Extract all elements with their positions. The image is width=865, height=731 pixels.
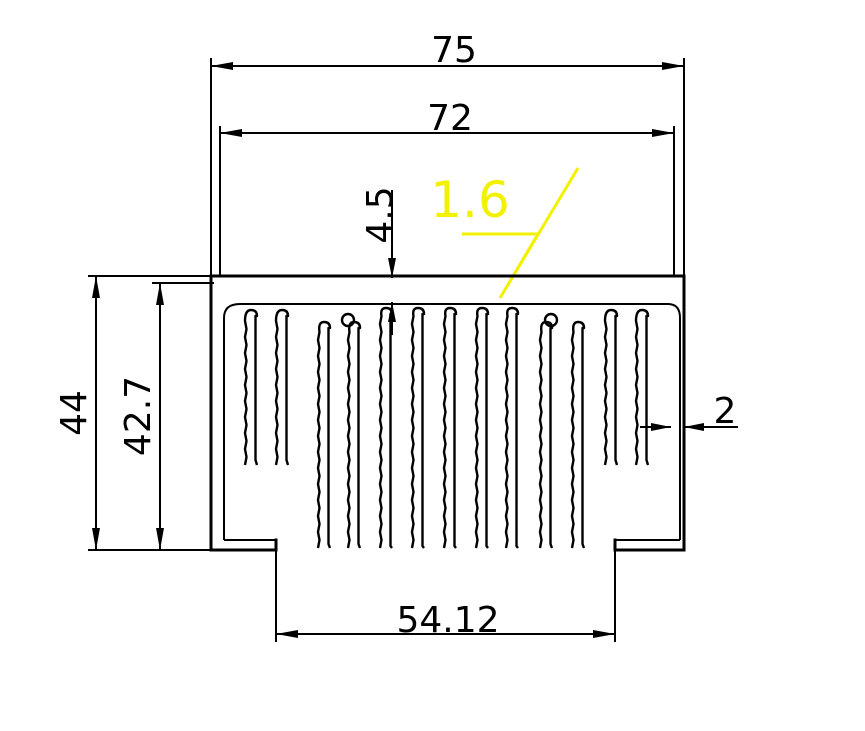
fin-slot [274, 308, 290, 466]
surface-roughness-symbol: 1.6 [430, 167, 580, 299]
dimension-label-inner-width: 72 [427, 98, 473, 139]
dimension-inner-width: 72 [219, 98, 675, 276]
dimension-bottom-width: 54.12 [275, 550, 616, 642]
dimension-base-thickness: 4.5 [360, 186, 401, 335]
dimension-label-overall-height: 44 [54, 390, 95, 436]
dimension-wall-thickness: 2 [640, 391, 738, 432]
dimension-label-base-thickness: 4.5 [360, 186, 401, 243]
heatsink-fins [243, 306, 650, 549]
fin-slot [410, 306, 426, 549]
fin-slot [634, 308, 650, 466]
fin-slot [504, 306, 520, 549]
fin-slot [442, 306, 458, 549]
fin-slot [603, 308, 619, 466]
fin-knob [340, 312, 356, 328]
fin-slot [316, 320, 332, 549]
fin-slot [538, 320, 554, 549]
fin-slot [570, 320, 586, 549]
fin-slot [243, 308, 259, 466]
dimension-overall-height: 44 [54, 275, 214, 551]
dimension-overall-width: 75 [210, 30, 685, 280]
dimension-label-overall-width: 75 [431, 30, 477, 71]
dimension-label-wall-thickness: 2 [714, 391, 737, 432]
dimension-label-inner-height: 42.7 [118, 376, 159, 456]
fin-slot [474, 306, 490, 549]
surface-roughness-value: 1.6 [430, 171, 510, 229]
fin-slot [378, 306, 394, 549]
fin-slot [346, 320, 362, 549]
heatsink-outline [209, 274, 686, 552]
dimension-inner-height: 42.7 [118, 282, 214, 551]
dimension-label-bottom-width: 54.12 [396, 600, 499, 641]
fin-knob [543, 312, 559, 328]
